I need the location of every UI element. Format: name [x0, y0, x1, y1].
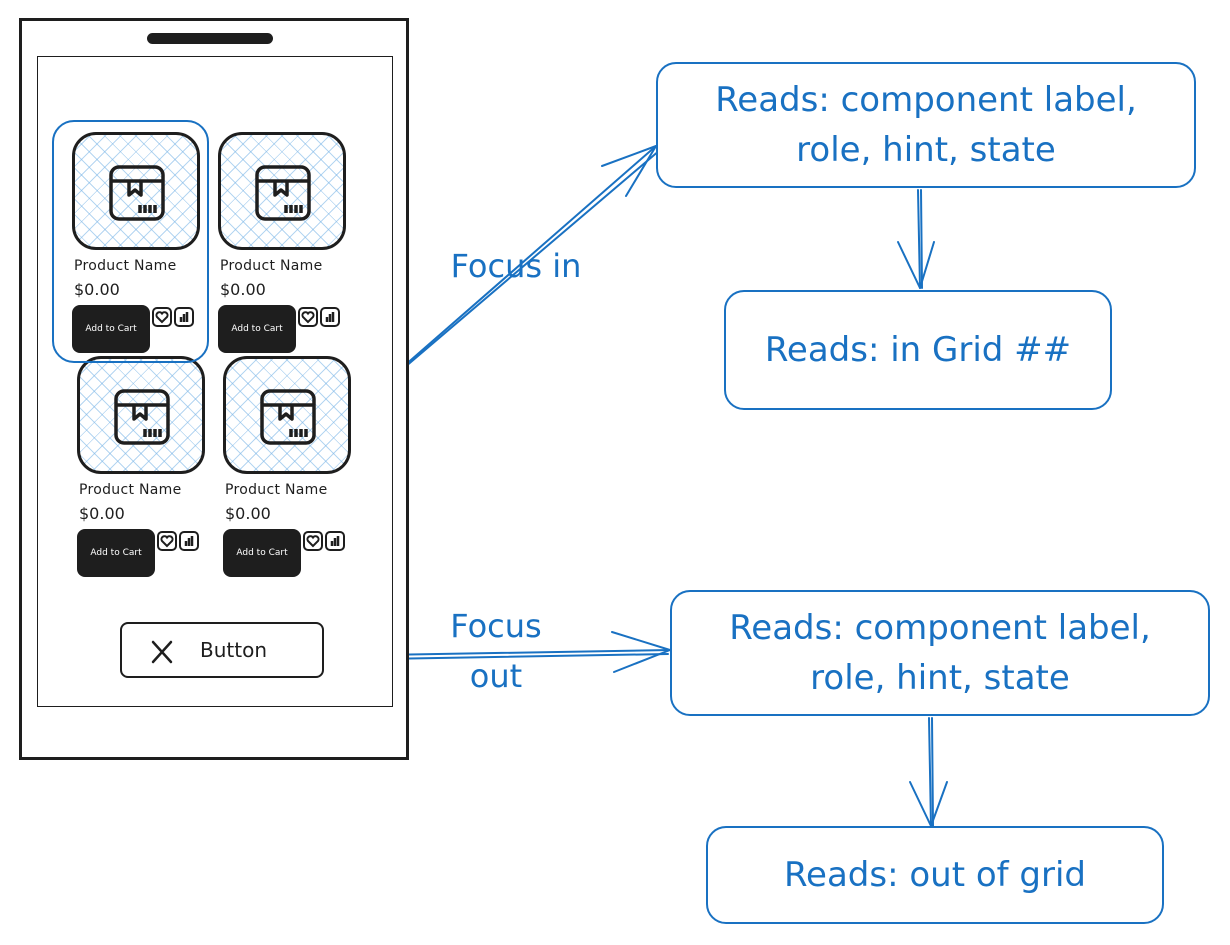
focus-in-read-node: Reads: component label, role, hint, stat…: [656, 62, 1196, 188]
product-price: $0.00: [74, 280, 120, 299]
add-to-cart-button[interactable]: Add to Cart: [77, 529, 155, 577]
compare-button[interactable]: [320, 307, 340, 327]
compare-button[interactable]: [179, 531, 199, 551]
compare-button[interactable]: [325, 531, 345, 551]
product-price: $0.00: [220, 280, 266, 299]
bar-chart-icon: [179, 312, 189, 322]
button-label: Button: [200, 638, 267, 662]
out-of-grid-read-text: Reads: out of grid: [783, 855, 1087, 895]
product-name: Product Name: [225, 482, 328, 498]
add-to-cart-button[interactable]: Add to Cart: [72, 305, 150, 353]
product-image: [223, 356, 351, 474]
bar-chart-icon: [330, 536, 340, 546]
product-price: $0.00: [79, 504, 125, 523]
out-of-grid-read-node: Reads: out of grid: [706, 826, 1164, 924]
product-image: [72, 132, 200, 250]
product-card[interactable]: Product Name $0.00 Add to Cart: [77, 356, 227, 586]
favorite-button[interactable]: [303, 531, 323, 551]
focus-out-read-text: Reads: component label, role, hint, stat…: [729, 608, 1151, 698]
compare-button[interactable]: [174, 307, 194, 327]
in-grid-read-node: Reads: in Grid ##: [724, 290, 1112, 410]
product-card[interactable]: Product Name $0.00 Add to Cart: [223, 356, 373, 586]
favorite-button[interactable]: [157, 531, 177, 551]
add-to-cart-button[interactable]: Add to Cart: [218, 305, 296, 353]
product-card[interactable]: Product Name $0.00 Add to Cart: [218, 132, 368, 362]
product-card[interactable]: Product Name $0.00 Add to Cart: [72, 132, 222, 362]
bar-chart-icon: [325, 312, 335, 322]
product-name: Product Name: [74, 258, 177, 274]
bar-chart-icon: [184, 536, 194, 546]
heart-icon: [155, 311, 169, 324]
heart-icon: [306, 535, 320, 548]
focus-out-read-node: Reads: component label, role, hint, stat…: [670, 590, 1210, 716]
focus-in-label: Focus in: [450, 247, 582, 285]
package-icon: [255, 165, 311, 221]
focus-indicator: [52, 120, 209, 363]
button[interactable]: Button: [120, 622, 324, 678]
phone-screen: [37, 56, 393, 707]
favorite-button[interactable]: [298, 307, 318, 327]
product-price: $0.00: [225, 504, 271, 523]
in-grid-read-text: Reads: in Grid ##: [764, 330, 1072, 370]
product-name: Product Name: [79, 482, 182, 498]
favorite-button[interactable]: [152, 307, 172, 327]
package-icon: [260, 389, 316, 445]
product-name: Product Name: [220, 258, 323, 274]
product-image: [77, 356, 205, 474]
package-icon: [114, 389, 170, 445]
heart-icon: [160, 535, 174, 548]
arrow-read-3-to-4: [909, 717, 948, 827]
phone-notch: [147, 33, 273, 44]
focus-in-arrow: [371, 145, 661, 395]
focus-out-label-line-2: out: [469, 657, 523, 695]
heart-icon: [301, 311, 315, 324]
focus-in-read-text: Reads: component label, role, hint, stat…: [715, 80, 1137, 170]
arrow-read-1-to-2: [897, 189, 935, 289]
package-icon: [109, 165, 165, 221]
close-x-icon: [151, 640, 173, 664]
focus-out-label-line-1: Focus: [450, 607, 542, 645]
product-image: [218, 132, 346, 250]
add-to-cart-button[interactable]: Add to Cart: [223, 529, 301, 577]
